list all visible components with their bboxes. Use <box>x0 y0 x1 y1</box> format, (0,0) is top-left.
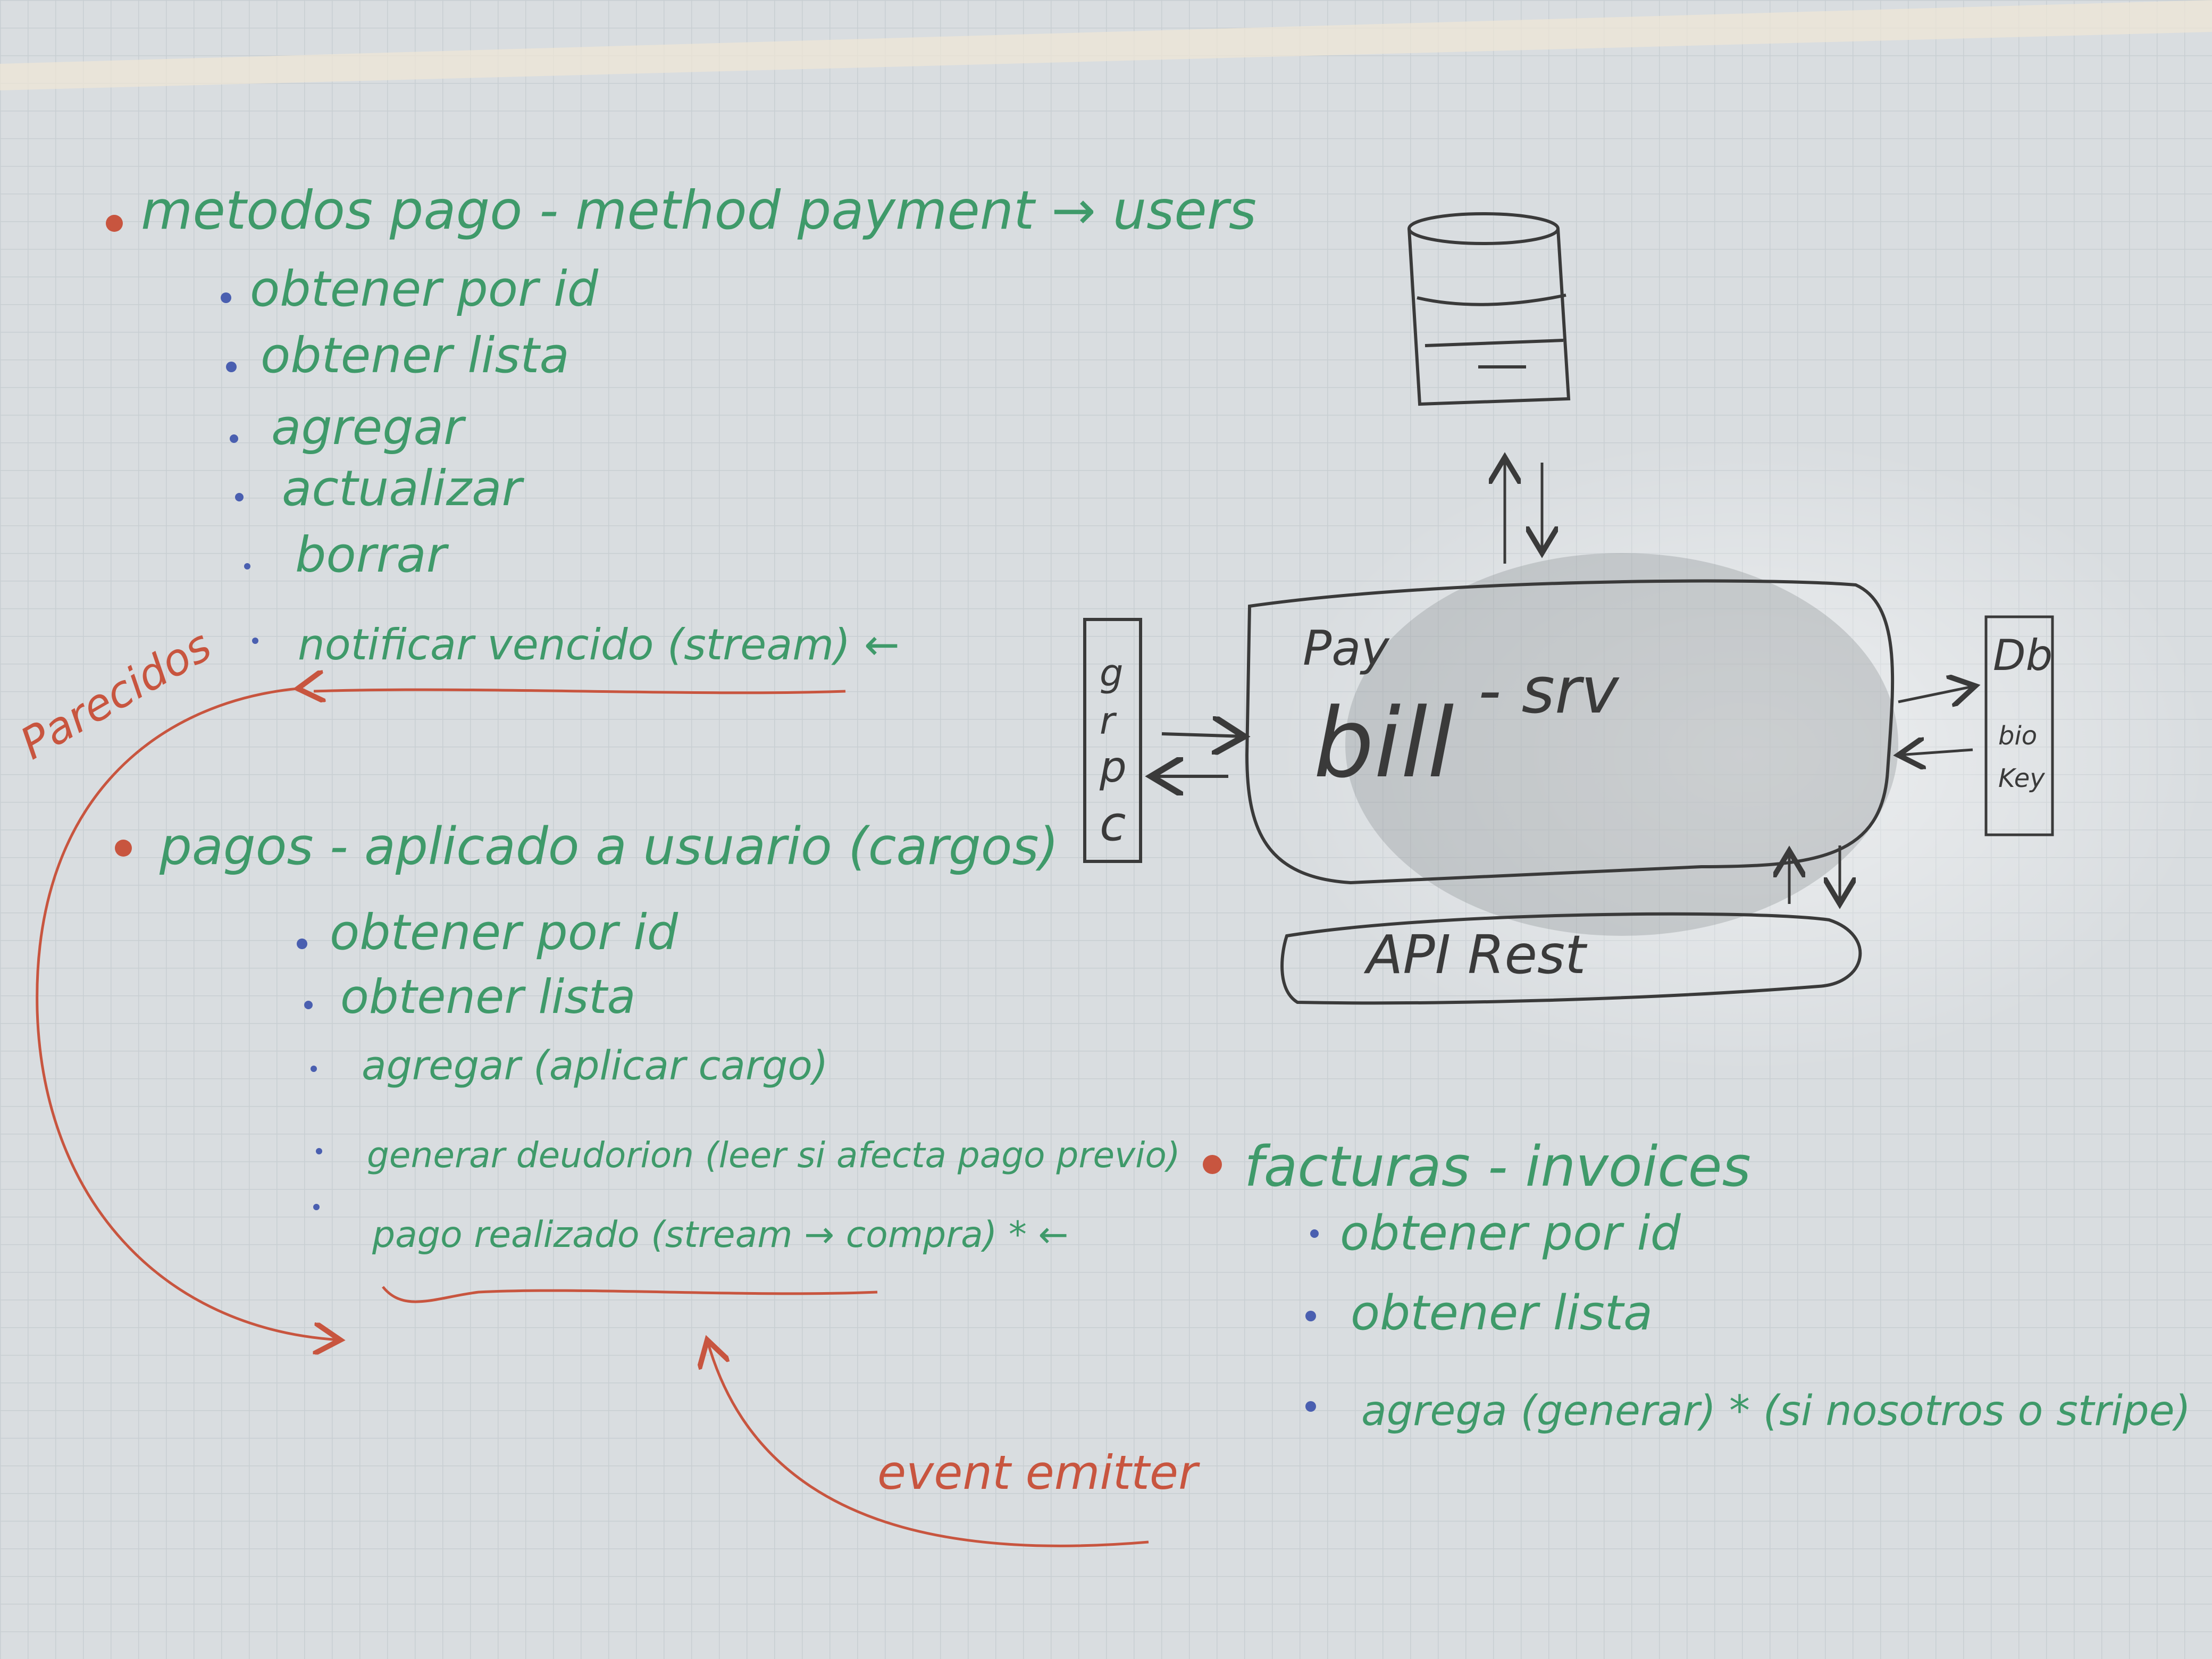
list-item: obtener lista <box>261 327 569 384</box>
pay-bill-service-box <box>1245 579 1895 885</box>
list-item: pago realizado (stream → compra) * ← <box>372 1214 1069 1256</box>
blue-bullet <box>304 1001 313 1009</box>
api-rest-label: API Rest <box>1363 924 1588 986</box>
service-suffix: - srv <box>1478 654 1620 728</box>
underline <box>382 1286 878 1303</box>
window-glare <box>1276 436 2212 1074</box>
grpc-letter: g <box>1100 651 1123 695</box>
db-side-label-bottom: bio <box>1998 721 2037 751</box>
event-emitter-arrow <box>707 1340 1149 1547</box>
list-item: obtener por id <box>250 261 599 317</box>
blue-bullet <box>297 939 307 949</box>
board-frame <box>0 0 2212 90</box>
red-bullet <box>106 215 123 232</box>
section-pagos-heading: pagos - aplicado a usuario (cargos) <box>159 817 1059 876</box>
section-facturas-heading: facturas - invoices <box>1244 1134 1751 1199</box>
blue-bullet <box>244 563 250 569</box>
grpc-box <box>1083 618 1142 863</box>
blue-bullet <box>316 1148 322 1154</box>
list-item: agregar <box>271 399 466 456</box>
arrow-db-side-to-service <box>1898 750 1973 755</box>
section-facturas: facturas - invoices obtener por id obten… <box>1203 1134 2191 1435</box>
db-side-label-top: Db <box>1993 631 2052 680</box>
grpc-letter: c <box>1100 796 1126 852</box>
list-item: agregar (aplicar cargo) <box>362 1042 828 1089</box>
blue-bullet <box>226 362 237 372</box>
grpc-letter: r <box>1100 699 1117 743</box>
grpc-letter: p <box>1099 742 1127 792</box>
red-bullet <box>1203 1155 1222 1174</box>
list-item: obtener por id <box>330 904 678 961</box>
list-item: obtener lista <box>340 969 636 1024</box>
arrow-service-to-db-side <box>1898 686 1975 702</box>
blue-bullet <box>1310 1229 1319 1238</box>
list-item: obtener por id <box>1340 1205 1681 1261</box>
blue-bullet <box>313 1204 320 1210</box>
underline <box>313 688 846 694</box>
blue-bullet <box>1305 1401 1316 1412</box>
parecidos-arrow <box>36 689 340 1340</box>
blue-bullet <box>235 493 244 501</box>
list-item: notificar vencido (stream) ← <box>298 620 900 669</box>
red-bullet <box>115 840 132 857</box>
event-emitter-label: event emitter <box>877 1445 1200 1500</box>
db-biokey-box <box>1984 615 2054 836</box>
arrow-grpc-to-service <box>1161 734 1244 736</box>
api-rest-box <box>1280 912 1862 1005</box>
list-item: actualizar <box>282 460 525 517</box>
service-name-main: bill <box>1313 688 1454 799</box>
list-item: obtener lista <box>1351 1285 1653 1341</box>
service-name-top: Pay <box>1303 621 1390 676</box>
list-item: agrega (generar) * (si nosotros o stripe… <box>1361 1387 2191 1435</box>
blue-bullet <box>252 638 258 644</box>
list-item: generar deudorion (leer si afecta pago p… <box>367 1135 1180 1176</box>
person-reflection <box>1345 553 1898 936</box>
blue-bullet <box>221 292 231 303</box>
section-methods: metodos pago - method payment → users ob… <box>106 179 1256 694</box>
architecture-diagram: Pay bill - srv g r p c Db bio Key API Re… <box>1083 212 2054 1005</box>
blue-bullet <box>1305 1311 1316 1321</box>
blue-bullet <box>230 434 238 443</box>
section-methods-heading: metodos pago - method payment → users <box>141 179 1256 241</box>
list-item: borrar <box>295 526 449 583</box>
database-cylinder-icon <box>1407 212 1571 406</box>
blue-bullet <box>311 1066 317 1072</box>
db-side-label-bottom: Key <box>1998 764 2045 793</box>
